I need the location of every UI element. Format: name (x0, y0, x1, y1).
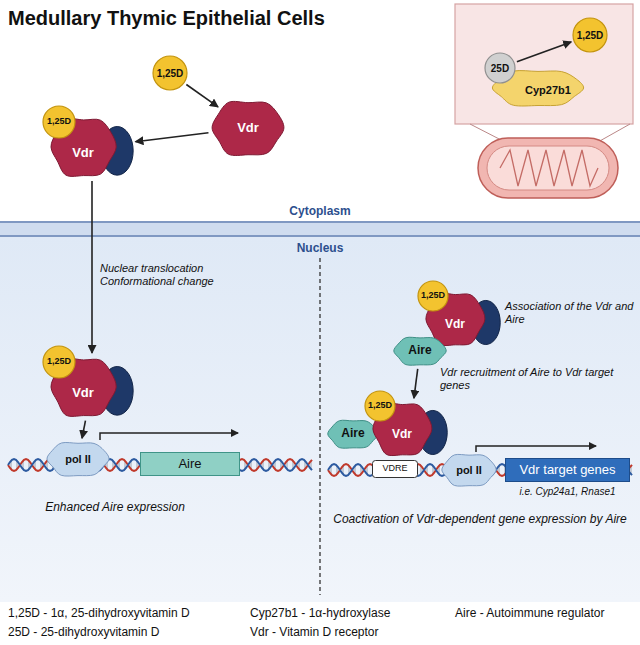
ligand-circle: 1,25D (42, 345, 76, 379)
transcription-arrow (476, 446, 596, 452)
protein-shape (394, 337, 446, 365)
abbreviation: Cyp27b1 - 1α-hydroxylase (250, 606, 450, 620)
molecule-circle (418, 281, 448, 311)
node-text: Aire (178, 457, 201, 471)
receptor-complex: 1,25D Vdr (50, 115, 134, 179)
step-note: Association of the Vdr and Aire (505, 300, 637, 326)
arrow-connector (82, 421, 85, 439)
ligand-circle: 1,25D (417, 280, 449, 312)
node-text: Vdr (392, 428, 412, 441)
aire-protein: Aire (326, 418, 380, 450)
ligand-circle: 1,25D (152, 55, 188, 91)
molecule-circle (573, 18, 607, 52)
molecule-circle (153, 56, 187, 90)
node-text: 1,25D (47, 117, 71, 127)
node-text: Aire (341, 427, 364, 440)
abbreviation: Vdr - Vitamin D receptor (250, 625, 450, 639)
response-element: VDRE (372, 460, 418, 478)
edge-label: Nuclear translocation Conformational cha… (100, 262, 260, 288)
receptor-protein: Vdr (210, 98, 286, 158)
node-text: 1,25D (421, 291, 445, 301)
edge-label: Vdr recruitment of Aire to Vdr target ge… (440, 366, 625, 392)
aire-protein: Aire (392, 335, 448, 367)
diagram-title: Medullary Thymic Epithelial Cells (8, 6, 325, 30)
protein-shape (47, 442, 109, 476)
ligand-circle: 1,25D (42, 105, 76, 139)
leader-line (598, 124, 630, 142)
outcome-note: Enhanced Aire expression (20, 500, 210, 514)
node-text: 1,25D (157, 68, 184, 79)
node-text: VDRE (382, 464, 407, 474)
outcome-note: Coactivation of Vdr-dependent gene expre… (330, 512, 630, 526)
inset-box (455, 4, 633, 124)
protein-shape (212, 101, 284, 155)
polymerase: pol II (440, 452, 498, 488)
node-text: Vdr (237, 121, 259, 135)
molecule-circle (43, 346, 75, 378)
gene-bar: Vdr target genes (505, 458, 630, 482)
gene-rect (506, 459, 630, 482)
compartment-label: Cytoplasm (270, 204, 370, 218)
arrow-connector (414, 369, 418, 398)
cristae (500, 150, 598, 186)
arrow-connector (91, 181, 93, 353)
protein-shape (328, 420, 378, 448)
mitochondrion-inner (487, 146, 609, 190)
ligand-circle: 1,25D (364, 390, 396, 422)
node-text: pol II (65, 453, 91, 465)
abbreviation: Aire - Autoimmune regulator (455, 606, 637, 620)
node-text: Cyp27b1 (525, 84, 571, 96)
node-text: pol II (456, 464, 482, 476)
node-text: 1,25D (368, 401, 392, 411)
node-text: Vdr (72, 146, 94, 160)
nuclear-membrane (0, 222, 640, 236)
node-text: Vdr (445, 318, 465, 331)
molecule-circle (43, 106, 75, 138)
node-text: 1,25D (47, 357, 71, 367)
node-text: 1,25D (577, 30, 604, 41)
arrow-connector (186, 85, 218, 107)
compartment-label: Nucleus (270, 241, 370, 255)
abbreviation: 25D - 25-dihydroxyvitamin D (8, 625, 248, 639)
node-text: Vdr target genes (519, 463, 615, 477)
node-text: 25D (491, 63, 509, 74)
gene-rect (141, 453, 240, 476)
receptor-complex: 1,25DVdr (372, 400, 448, 458)
node-text: Vdr (72, 386, 94, 400)
molecule-circle (365, 391, 395, 421)
polymerase: pol II (45, 440, 111, 478)
mitochondrion (478, 138, 618, 198)
gene-examples: i.e. Cyp24a1, Rnase1 (505, 486, 630, 498)
nucleus-ground (0, 236, 640, 602)
molecule-circle (485, 53, 515, 83)
enzyme-protein: 25DCyp27b1 (490, 68, 586, 108)
arrow-connector (517, 42, 571, 62)
gene-bar: Aire (140, 452, 240, 476)
precursor-circle: 25D (484, 52, 516, 84)
membrane-line (0, 235, 640, 237)
abbreviation: 1,25D - 1α, 25-dihydroxyvitamin D (8, 606, 248, 620)
arrow-connector (135, 133, 208, 142)
membrane-line (0, 221, 640, 223)
receptor-complex: 1,25D Vdr (50, 355, 134, 419)
protein-shape (442, 454, 496, 486)
ligand-circle: 1,25D (572, 17, 608, 53)
node-text: Aire (408, 344, 431, 357)
transcription-arrow (100, 433, 238, 440)
divider (319, 258, 320, 595)
element-box (373, 461, 418, 478)
